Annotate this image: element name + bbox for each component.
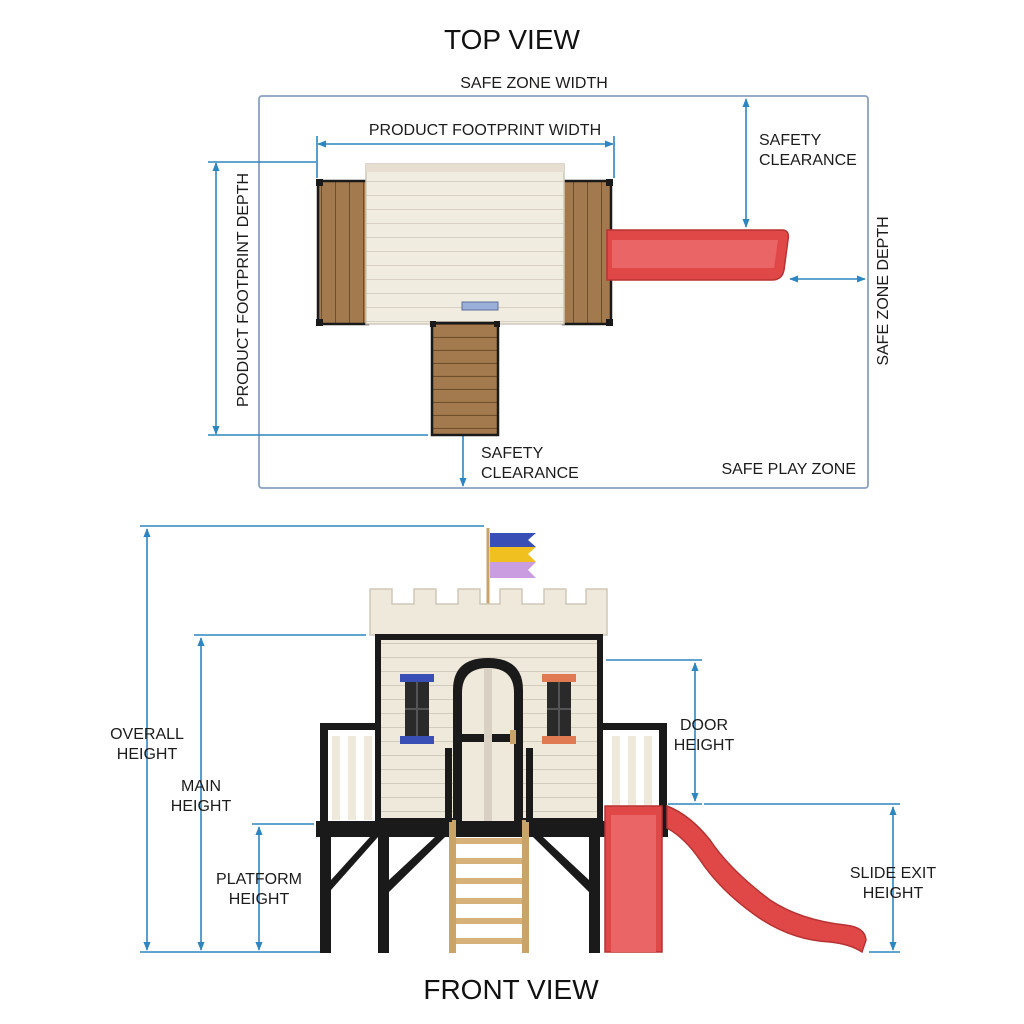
door	[453, 658, 523, 821]
battlement	[369, 588, 608, 636]
main-height-label-line2: HEIGHT	[171, 798, 232, 815]
main-height-label-line1: MAIN	[181, 778, 221, 795]
slide-exit-height-dimension: SLIDE EXIT HEIGHT	[704, 803, 936, 951]
product-footprint-width-label: PRODUCT FOOTPRINT WIDTH	[369, 122, 601, 139]
slide-exit-height-label-line2: HEIGHT	[863, 885, 924, 902]
right-railing	[600, 723, 667, 821]
playhouse-top-view	[316, 163, 790, 437]
safe-play-zone-label: SAFE PLAY ZONE	[721, 461, 856, 478]
roof	[365, 163, 565, 325]
top-view: TOP VIEW SAFE ZONE WIDTH PRODUCT FOOTPRI…	[208, 24, 892, 489]
top-view-title: TOP VIEW	[444, 24, 580, 55]
door-height-label-line2: HEIGHT	[674, 737, 735, 754]
product-footprint-depth-dimension: PRODUCT FOOTPRINT DEPTH	[208, 161, 428, 436]
platform-height-label-line2: HEIGHT	[229, 891, 290, 908]
overall-height-dimension: OVERALL HEIGHT	[110, 525, 484, 951]
playhouse-front-view	[316, 528, 867, 954]
platform-beam	[316, 821, 668, 837]
safe-zone-depth-label: SAFE ZONE DEPTH	[875, 216, 892, 365]
front-view: FRONT VIEW OVERALL HEIGHT MAIN HEIGHT PL…	[110, 525, 936, 1005]
stairs-front-view	[445, 748, 533, 953]
right-deck	[561, 179, 613, 326]
overall-height-label-line1: OVERALL	[110, 726, 184, 743]
front-view-title: FRONT VIEW	[423, 974, 599, 1005]
slide-top-view	[606, 229, 790, 281]
safety-clearance-bottom-dimension: SAFETY CLEARANCE	[459, 427, 579, 487]
left-window	[400, 674, 434, 744]
right-window	[542, 674, 576, 744]
platform-height-dimension: PLATFORM HEIGHT	[216, 823, 314, 951]
center-right-post	[589, 837, 600, 953]
safety-clearance-bottom-label-line2: CLEARANCE	[481, 465, 579, 482]
left-deck	[316, 179, 370, 326]
left-post	[320, 837, 331, 953]
main-height-dimension: MAIN HEIGHT	[171, 634, 366, 951]
door-height-dimension: DOOR HEIGHT	[606, 659, 735, 805]
stairs-top-view	[430, 321, 500, 437]
safe-zone-width-label: SAFE ZONE WIDTH	[460, 75, 608, 92]
slide-exit-height-label-line1: SLIDE EXIT	[850, 865, 936, 882]
safety-clearance-top-dimension: SAFETY CLEARANCE	[742, 98, 857, 228]
safe-play-zone-border	[258, 95, 869, 489]
overall-height-label-line2: HEIGHT	[117, 746, 178, 763]
slide-front-view	[604, 804, 867, 954]
safety-clearance-top-label-line1: SAFETY	[759, 132, 822, 149]
safe-zone-depth-dimension: SAFE ZONE DEPTH	[789, 216, 892, 366]
safety-clearance-top-label-line2: CLEARANCE	[759, 152, 857, 169]
product-footprint-width-dimension: PRODUCT FOOTPRINT WIDTH	[316, 122, 615, 178]
platform-height-label-line1: PLATFORM	[216, 871, 302, 888]
center-left-post	[378, 837, 389, 953]
door-height-label-line1: DOOR	[680, 717, 728, 734]
safety-clearance-bottom-label-line1: SAFETY	[481, 445, 544, 462]
flag	[486, 528, 536, 608]
product-footprint-depth-label: PRODUCT FOOTPRINT DEPTH	[235, 173, 252, 407]
